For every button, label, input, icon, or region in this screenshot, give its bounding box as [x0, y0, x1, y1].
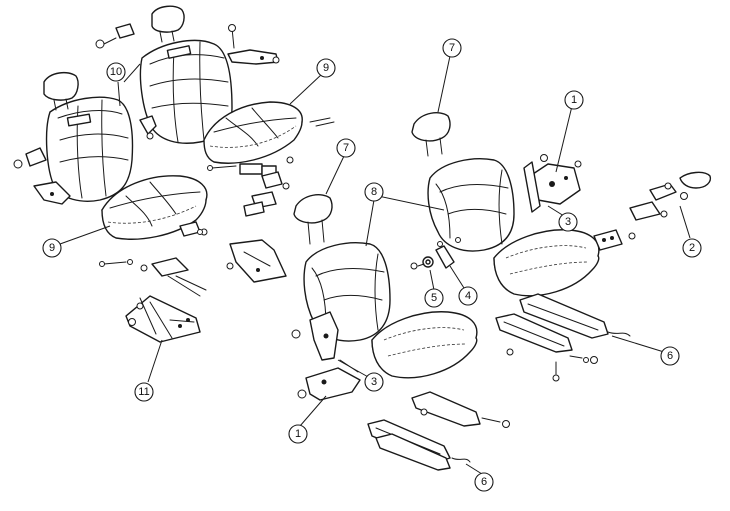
callout-6-right-label: 6: [667, 350, 673, 362]
rear-seatback-left: [43, 71, 134, 202]
callout-6-lower: 6: [474, 472, 494, 492]
rear-seat-cushion-lower: [101, 175, 208, 240]
callout-3-right: 3: [558, 212, 578, 232]
callout-6-lower-label: 6: [481, 476, 487, 488]
rear-seat-assembly: [13, 5, 335, 343]
callout-9-left-label: 9: [49, 242, 55, 254]
callout-1-upper: 1: [564, 90, 584, 110]
callout-7-left-label: 7: [343, 142, 349, 154]
callout-1-lower: 1: [288, 424, 308, 444]
callout-2-label: 2: [689, 242, 695, 254]
rear-seat-cushion-upper: [203, 101, 303, 177]
callout-10: 10: [106, 62, 126, 82]
callout-1-upper-label: 1: [571, 94, 577, 106]
callout-7-left: 7: [336, 138, 356, 158]
callout-1-lower-label: 1: [295, 428, 301, 440]
callout-11-label: 11: [138, 386, 149, 398]
callout-4-label: 4: [465, 290, 471, 302]
callout-9-top: 9: [316, 58, 336, 78]
callout-3-left: 3: [364, 372, 384, 392]
callout-8-label: 8: [371, 186, 377, 198]
callout-5-label: 5: [431, 292, 437, 304]
callout-6-right: 6: [660, 346, 680, 366]
leader-lines: [59, 55, 691, 475]
callout-5: 5: [424, 288, 444, 308]
callout-3-left-label: 3: [371, 376, 377, 388]
front-seat-assembly-right: [410, 112, 712, 382]
rear-hardware: [13, 23, 335, 343]
callout-11: 11: [134, 382, 154, 402]
callout-7-right-label: 7: [449, 42, 455, 54]
callout-9-left: 9: [42, 238, 62, 258]
callout-2: 2: [682, 238, 702, 258]
callout-8: 8: [364, 182, 384, 202]
callout-10-label: 10: [110, 66, 122, 78]
callout-4: 4: [458, 286, 478, 306]
front-seat-assembly-left: [291, 194, 510, 471]
callout-7-right: 7: [442, 38, 462, 58]
callout-3-right-label: 3: [565, 216, 571, 228]
callout-9-top-label: 9: [323, 62, 329, 74]
